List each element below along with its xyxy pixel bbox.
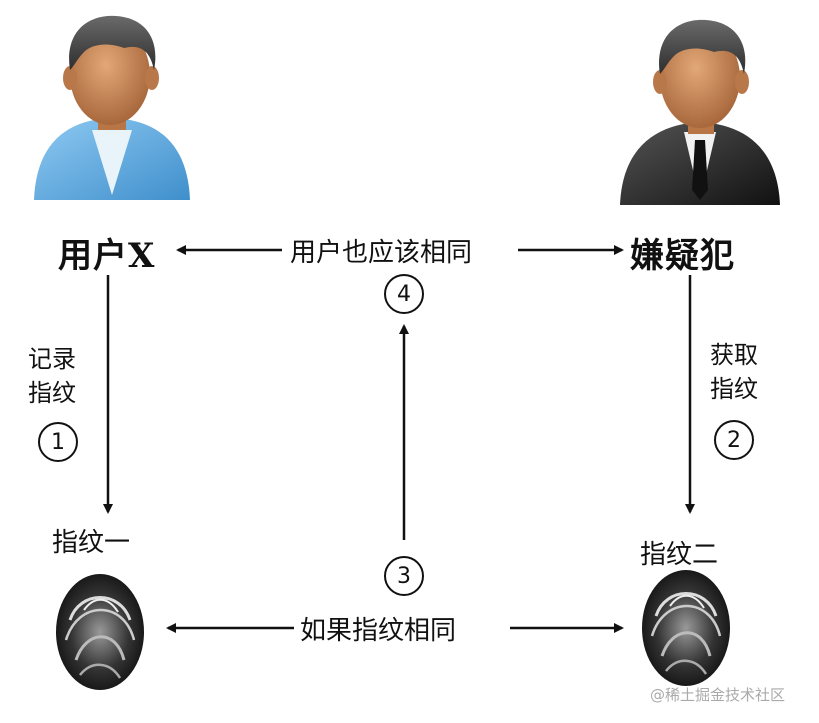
suspect-node-label: 嫌疑犯 xyxy=(630,236,735,276)
edge-label-top: 用户也应该相同 xyxy=(284,232,479,269)
user-node-label: 用户X xyxy=(58,236,156,276)
fingerprint-2-icon xyxy=(642,570,730,686)
edge-label-left: 记录 指纹 xyxy=(28,342,76,410)
edge-label-left-line1: 记录 xyxy=(28,345,76,373)
suspect-avatar-icon xyxy=(620,19,780,205)
fingerprint-1-icon xyxy=(56,574,144,690)
edge-label-right-line1: 获取 xyxy=(710,341,758,369)
edge-label-right: 获取 指纹 xyxy=(710,338,758,406)
fingerprint-1-label: 指纹一 xyxy=(52,528,131,558)
step-4-circle: 4 xyxy=(384,274,424,314)
fingerprint-2-label: 指纹二 xyxy=(640,540,719,570)
edge-label-right-line2: 指纹 xyxy=(710,375,758,403)
user-avatar-icon xyxy=(34,15,190,200)
step-1-circle: 1 xyxy=(38,422,78,462)
step-2-circle: 2 xyxy=(714,420,754,460)
watermark-text: @稀土掘金技术社区 xyxy=(650,686,786,704)
step-3-circle: 3 xyxy=(384,556,424,596)
edge-label-left-line2: 指纹 xyxy=(28,379,76,407)
edge-label-bottom: 如果指纹相同 xyxy=(294,610,463,647)
